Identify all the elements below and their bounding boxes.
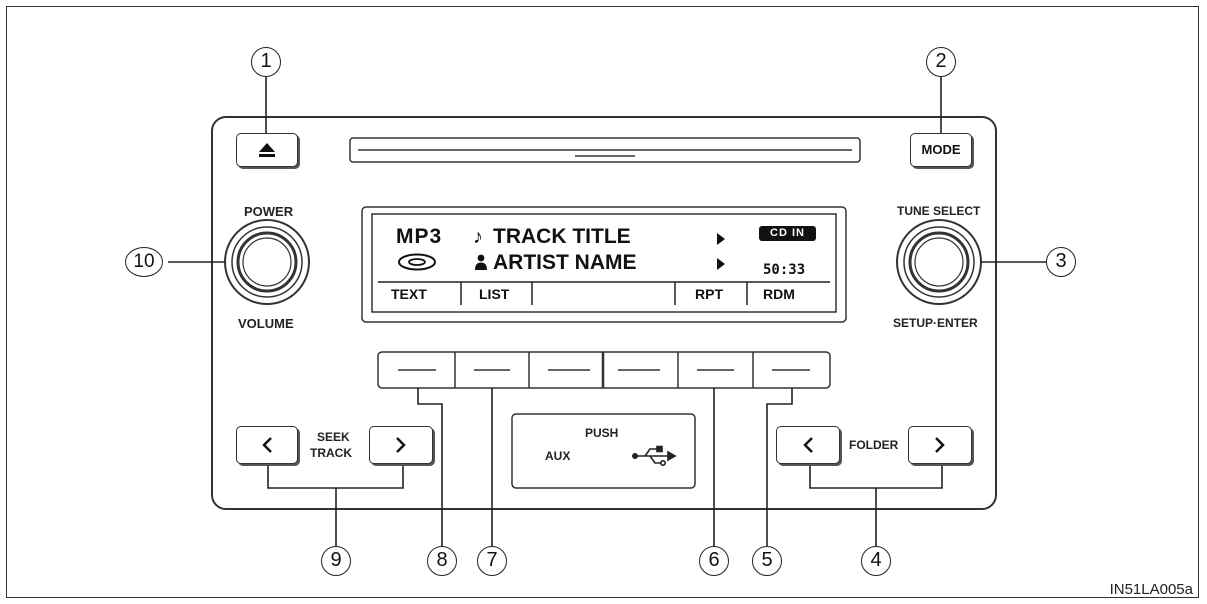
callout-7: 7: [477, 546, 507, 576]
preset-button-6[interactable]: [753, 353, 829, 388]
callout-4: 4: [861, 546, 891, 576]
callout-6: 6: [699, 546, 729, 576]
artist-name: ARTIST NAME: [493, 251, 637, 274]
usb-aux-panel: [511, 413, 696, 489]
person-icon: [475, 254, 487, 270]
seek-down-button[interactable]: [236, 426, 298, 464]
eject-button[interactable]: [236, 133, 298, 167]
cd-in-badge: CD IN: [759, 226, 816, 241]
preset-button-5[interactable]: [678, 353, 753, 388]
power-label: POWER: [244, 204, 294, 219]
callout-5: 5: [752, 546, 782, 576]
format-indicator: MP3: [396, 225, 443, 248]
aux-label: AUX: [545, 449, 571, 463]
push-label: PUSH: [585, 426, 619, 440]
figure-caption: IN51LA005a: [1109, 581, 1193, 598]
usb-icon: [631, 445, 677, 466]
track-label: TRACK: [310, 446, 352, 460]
disc-icon: [398, 253, 436, 271]
tune-select-label: TUNE SELECT: [897, 204, 981, 218]
chevron-right-icon: [935, 437, 945, 453]
callout-1: 1: [251, 47, 281, 77]
preset-button-3[interactable]: [529, 353, 603, 388]
callout-10: 10: [125, 247, 163, 277]
folder-up-button[interactable]: [908, 426, 972, 464]
chevron-right-icon: [396, 437, 406, 453]
callout-9: 9: [321, 546, 351, 576]
elapsed-time: 50:33: [763, 262, 806, 278]
display-screen: [371, 213, 837, 313]
folder-label: FOLDER: [849, 438, 899, 452]
callout-2: 2: [926, 47, 956, 77]
softkey-text: TEXT: [391, 286, 427, 302]
artist-arrow-icon: [717, 258, 725, 270]
power-volume-knob[interactable]: [225, 220, 309, 304]
chevron-left-icon: [803, 437, 813, 453]
softkey-list: LIST: [479, 286, 510, 302]
eject-icon: [259, 143, 275, 157]
tune-select-knob[interactable]: [897, 220, 981, 304]
preset-button-4[interactable]: [603, 353, 678, 388]
music-note-icon: ♪: [473, 226, 483, 248]
leader-lines: [168, 77, 1046, 546]
usb-aux-cover[interactable]: [512, 414, 695, 488]
mode-button[interactable]: MODE: [910, 133, 972, 167]
preset-button-2[interactable]: [455, 353, 529, 388]
softkey-rpt: RPT: [695, 286, 723, 302]
seek-label: SEEK: [317, 430, 350, 444]
softkey-rdm: RDM: [763, 286, 795, 302]
preset-button-1[interactable]: [379, 353, 455, 388]
track-arrow-icon: [717, 233, 725, 245]
folder-down-button[interactable]: [776, 426, 840, 464]
setup-enter-label: SETUP·ENTER: [893, 316, 978, 330]
track-title: TRACK TITLE: [493, 225, 631, 248]
chevron-left-icon: [262, 437, 272, 453]
volume-label: VOLUME: [238, 316, 294, 331]
seek-up-button[interactable]: [369, 426, 433, 464]
callout-3: 3: [1046, 247, 1076, 277]
callout-8: 8: [427, 546, 457, 576]
